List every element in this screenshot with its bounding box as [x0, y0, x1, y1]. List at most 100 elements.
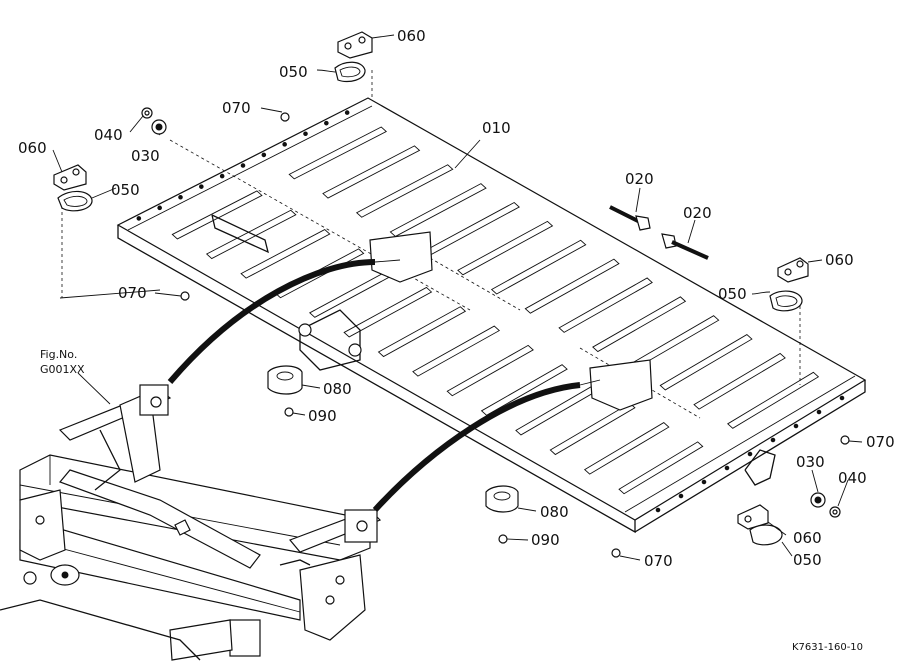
- callout-030-a: 030: [131, 147, 160, 165]
- clamp-060-bottom: [737, 504, 769, 530]
- callout-090-a: 090: [308, 407, 337, 425]
- panel-rivet: [219, 173, 225, 179]
- panel-rivet: [282, 142, 287, 147]
- panel-rivet: [261, 152, 267, 158]
- callout-070-b: 070: [118, 284, 147, 302]
- callout-080-a: 080: [323, 380, 352, 398]
- panel-rivet: [747, 451, 753, 457]
- bed-floor-panel: [116, 97, 867, 534]
- callout-060-a: 060: [397, 27, 426, 45]
- washer-030-left: [151, 119, 167, 135]
- figure-ref-line2: G001XX: [40, 363, 85, 376]
- panel-rivet: [678, 493, 684, 499]
- panel-rivet: [793, 423, 799, 429]
- center-bracket-front: [211, 214, 653, 411]
- callout-070-c: 070: [866, 433, 895, 451]
- assembly-arrows: [167, 259, 601, 513]
- floor-rib: [558, 277, 653, 333]
- callout-050-a: 050: [279, 63, 308, 81]
- figure-reference: Fig.No. G001XX: [40, 348, 85, 376]
- callout-labels: 010 020 020 030 030 040 040 050 050 050 …: [18, 27, 895, 570]
- vehicle-frame: [0, 384, 382, 661]
- callout-050-c: 050: [718, 285, 747, 303]
- nut-070-b: [180, 291, 190, 301]
- floor-rib: [583, 422, 670, 475]
- rear-hook: [744, 449, 776, 486]
- d-ring-050-bottom: [749, 524, 783, 546]
- floor-rib: [377, 306, 467, 358]
- panel-rivet: [324, 120, 329, 126]
- panel-rivet: [770, 437, 776, 443]
- floor-rib: [205, 209, 297, 260]
- floor-rib: [343, 286, 433, 338]
- nut-040-right: [829, 506, 841, 518]
- clamp-060-left: [53, 164, 87, 191]
- callout-020-a: 020: [625, 170, 654, 188]
- washer-030-right: [810, 492, 826, 508]
- callout-060-c: 060: [825, 251, 854, 269]
- floor-rib: [288, 126, 388, 180]
- callout-070-d: 070: [644, 552, 673, 570]
- callout-090-b: 090: [531, 531, 560, 549]
- floor-rib: [171, 190, 263, 240]
- panel-rivet: [701, 479, 707, 485]
- panel-rivet: [816, 409, 822, 415]
- callout-040-a: 040: [94, 126, 123, 144]
- callout-050-b: 050: [111, 181, 140, 199]
- floor-rib: [727, 371, 820, 429]
- floor-rib: [549, 402, 636, 456]
- panel-rivet: [240, 163, 246, 168]
- nut-040-left: [141, 107, 153, 119]
- floor-rib: [490, 239, 587, 295]
- floor-rib: [240, 229, 331, 279]
- nut-070-a: [280, 112, 290, 122]
- panel-rivet: [655, 507, 661, 513]
- figure-ref-line1: Fig.No.: [40, 348, 77, 361]
- floor-rib: [693, 352, 786, 410]
- callout-040-b: 040: [838, 469, 867, 487]
- bolt-020-a: [609, 205, 651, 231]
- diagram-code: K7631-160-10: [792, 642, 863, 653]
- floor-ribs: [171, 126, 820, 495]
- panel-rivet: [157, 205, 162, 211]
- callout-070-a: 070: [222, 99, 251, 117]
- pad-080-b: [485, 485, 519, 513]
- d-ring-050-left: [57, 190, 93, 212]
- callout-050-d: 050: [793, 551, 822, 569]
- floor-rib: [457, 220, 554, 276]
- floor-rib: [389, 183, 487, 237]
- panel-rivet: [724, 465, 730, 471]
- floor-rib: [524, 258, 620, 314]
- callout-010: 010: [482, 119, 511, 137]
- callout-060-d: 060: [793, 529, 822, 547]
- bolt-020-b: [661, 233, 709, 260]
- clamp-060-top: [337, 31, 373, 59]
- floor-rib: [480, 364, 568, 416]
- panel-rivets: [136, 110, 845, 513]
- floor-rib: [355, 164, 454, 218]
- panel-rivet: [839, 395, 845, 401]
- floor-rib: [412, 325, 501, 377]
- floor-rib: [592, 296, 687, 353]
- floor-rib: [274, 248, 365, 299]
- d-ring-050-right: [769, 290, 803, 312]
- panel-rivet: [178, 194, 183, 200]
- panel-rivet: [344, 110, 350, 115]
- callout-060-b: 060: [18, 139, 47, 157]
- callout-020-b: 020: [683, 204, 712, 222]
- screw-090-b: [498, 534, 508, 544]
- crossmember-hidden-lines: [59, 70, 801, 419]
- clamp-060-right: [777, 257, 809, 283]
- callout-030-b: 030: [796, 453, 825, 471]
- floor-rib: [322, 145, 421, 199]
- nut-070-c: [840, 435, 850, 445]
- panel-rivet: [199, 184, 204, 189]
- nut-070-d: [611, 548, 621, 558]
- pad-080-a: [267, 365, 303, 395]
- floor-rib: [618, 441, 704, 495]
- d-ring-050-top: [334, 61, 366, 83]
- screw-090-a: [284, 407, 294, 417]
- floor-rib: [446, 344, 534, 397]
- callout-080-b: 080: [540, 503, 569, 521]
